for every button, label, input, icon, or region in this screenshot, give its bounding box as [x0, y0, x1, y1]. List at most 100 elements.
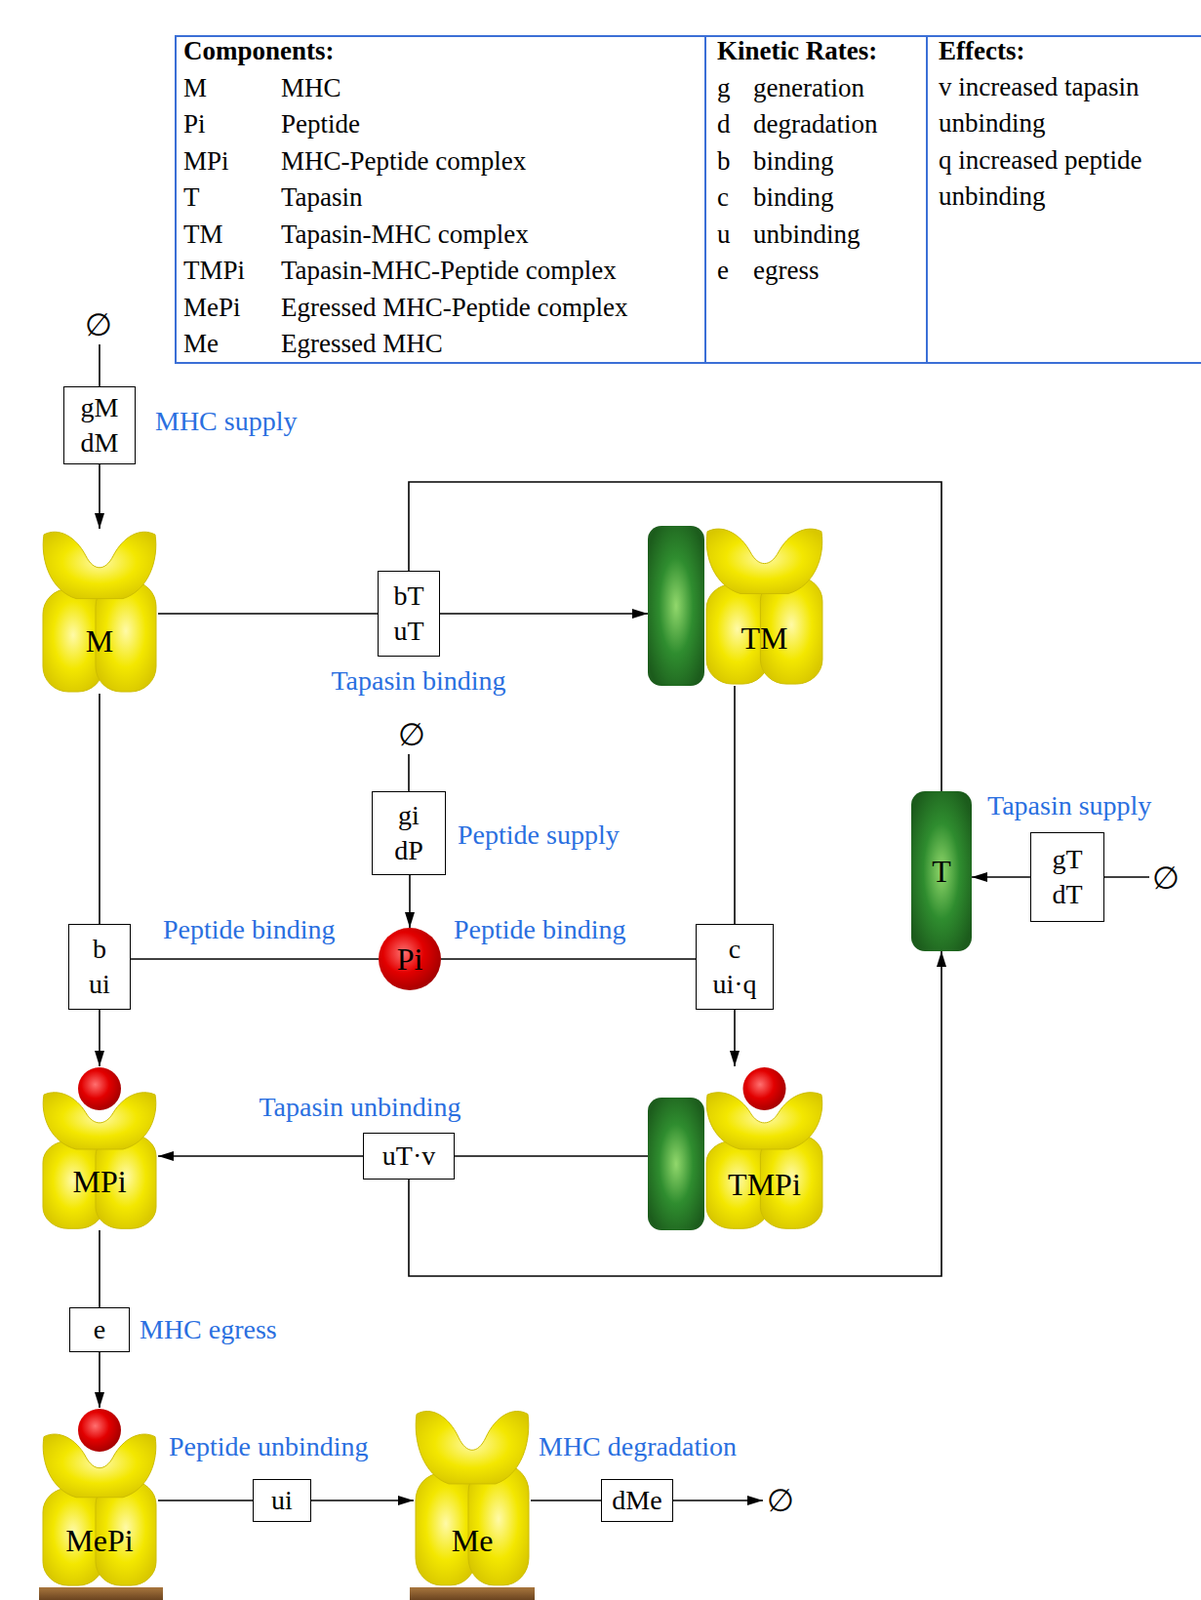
shape-label-holder: Pi: [397, 941, 424, 977]
label-holder: degradation: [753, 108, 878, 140]
connector-arrow: [130, 958, 379, 961]
process-label: Tapasin unbinding: [258, 1091, 461, 1123]
molecule-art: [40, 1407, 159, 1588]
legend-cell: MePi: [183, 291, 241, 323]
label-holder: Tapasin unbinding: [258, 1091, 461, 1123]
label-holder: MHC: [280, 72, 342, 104]
empty-set-symbol: ∅: [398, 717, 426, 753]
legend-cell: T: [183, 181, 201, 213]
label-holder: Pi: [183, 108, 206, 140]
molecule-art: [647, 1066, 825, 1231]
connector-arrow: [158, 612, 378, 615]
label-holder: Tapasin-MHC-Peptide complex: [280, 254, 617, 286]
mhc-groove: [706, 528, 822, 594]
legend-cell: generation: [753, 72, 865, 104]
label-holder: q increased peptide unbinding: [938, 142, 1188, 216]
legend-cell: c: [717, 181, 729, 213]
mhc-groove: [415, 1411, 529, 1484]
legend-cell: Egressed MHC-Peptide complex: [280, 291, 628, 323]
mhc-shape: [415, 1411, 529, 1586]
rate-constant: ui: [88, 966, 111, 1002]
shape-label-holder: M: [85, 623, 114, 659]
connector-arrow: [530, 1499, 601, 1502]
legend-cell: u: [717, 218, 731, 250]
label-holder: e: [717, 254, 729, 286]
supply-line: [98, 344, 101, 387]
connector-arrow: [98, 1352, 101, 1408]
label-holder: Egressed MHC: [280, 327, 443, 360]
molecule-label: T: [931, 853, 952, 889]
peptide-ball: [743, 1067, 787, 1111]
rate-constant: gT: [1051, 841, 1082, 878]
label-holder: Tapasin binding: [330, 665, 506, 697]
process-label: MHC egress: [139, 1314, 278, 1346]
label-holder: egress: [753, 254, 819, 286]
process-label: Peptide binding: [162, 914, 336, 946]
label-holder: c: [717, 181, 729, 213]
tapasin-shape: [647, 525, 705, 686]
label-holder: Peptide unbinding: [168, 1431, 369, 1463]
rate-box: gidP: [371, 791, 446, 876]
connector-arrow: [98, 1009, 101, 1067]
label-holder: Effects:: [938, 35, 1025, 67]
membrane-base: [39, 1587, 163, 1600]
legend-cell: g: [717, 72, 731, 104]
molecule-shape: T: [911, 791, 972, 952]
connector-arrow: [158, 1499, 253, 1502]
process-label: Tapasin supply: [987, 790, 1152, 822]
connector-arrow: [408, 875, 411, 928]
label-holder: Peptide: [280, 108, 361, 140]
mhc-shape: [706, 528, 823, 684]
label-holder: u: [717, 218, 731, 250]
molecule-art: [40, 1066, 159, 1231]
connector-arrow: [98, 1230, 101, 1308]
legend-cell: Peptide: [280, 108, 361, 140]
label-holder: Me: [183, 327, 219, 360]
legend-cell: e: [717, 254, 729, 286]
shape-label-holder: T: [931, 853, 952, 889]
rate-constant: dT: [1051, 877, 1082, 913]
label-holder: TM: [183, 218, 224, 250]
peptide-ball: [78, 1408, 121, 1452]
label-holder: MHC-Peptide complex: [280, 145, 526, 177]
connector-arrow: [158, 1155, 363, 1158]
connector-arrow: [98, 464, 101, 529]
label-holder: binding: [753, 145, 835, 177]
connector-arrow: [408, 951, 942, 1277]
rate-constant: ui: [271, 1482, 293, 1519]
tapasin-shape: [911, 791, 972, 952]
legend-cell: MHC-Peptide complex: [280, 145, 526, 177]
label-holder: Kinetic Rates:: [717, 35, 878, 67]
rate-constant: gi: [398, 798, 420, 834]
rate-box: bTuT: [377, 570, 441, 657]
process-label: Peptide supply: [457, 819, 620, 851]
legend-cell: d: [717, 108, 731, 140]
legend-cell: egress: [753, 254, 819, 286]
label-holder: Components:: [183, 35, 335, 67]
legend-cell: Tapasin-MHC complex: [280, 218, 529, 250]
rate-constant: gM: [80, 390, 120, 426]
supply-line: [407, 754, 410, 792]
molecule-shape: MePi: [40, 1407, 159, 1588]
connector-arrow: [98, 693, 101, 924]
mhc-shape: [42, 1434, 157, 1586]
molecule-label: Pi: [397, 941, 424, 977]
rate-box: e: [69, 1307, 130, 1353]
shape-label-holder: MPi: [72, 1163, 126, 1200]
label-holder: TMPi: [183, 254, 245, 286]
rate-box: gTdT: [1030, 832, 1105, 922]
rate-constant: ui·q: [712, 966, 757, 1002]
label-holder: Peptide binding: [453, 914, 627, 946]
rate-constant: dP: [394, 833, 424, 869]
empty-set-symbol: ∅: [766, 1482, 795, 1519]
molecule-shape: M: [40, 528, 159, 694]
molecule-shape: TM: [647, 525, 825, 686]
molecule-shape: TMPi: [647, 1066, 825, 1231]
rate-constant: dMe: [611, 1482, 662, 1519]
legend-cell: Me: [183, 327, 219, 360]
rate-box: uT·v: [362, 1132, 455, 1180]
process-label: Peptide unbinding: [168, 1431, 369, 1463]
label-holder: Peptide supply: [457, 819, 620, 851]
label-holder: Egressed MHC-Peptide complex: [280, 291, 628, 323]
process-label: MHC degradation: [538, 1431, 737, 1463]
